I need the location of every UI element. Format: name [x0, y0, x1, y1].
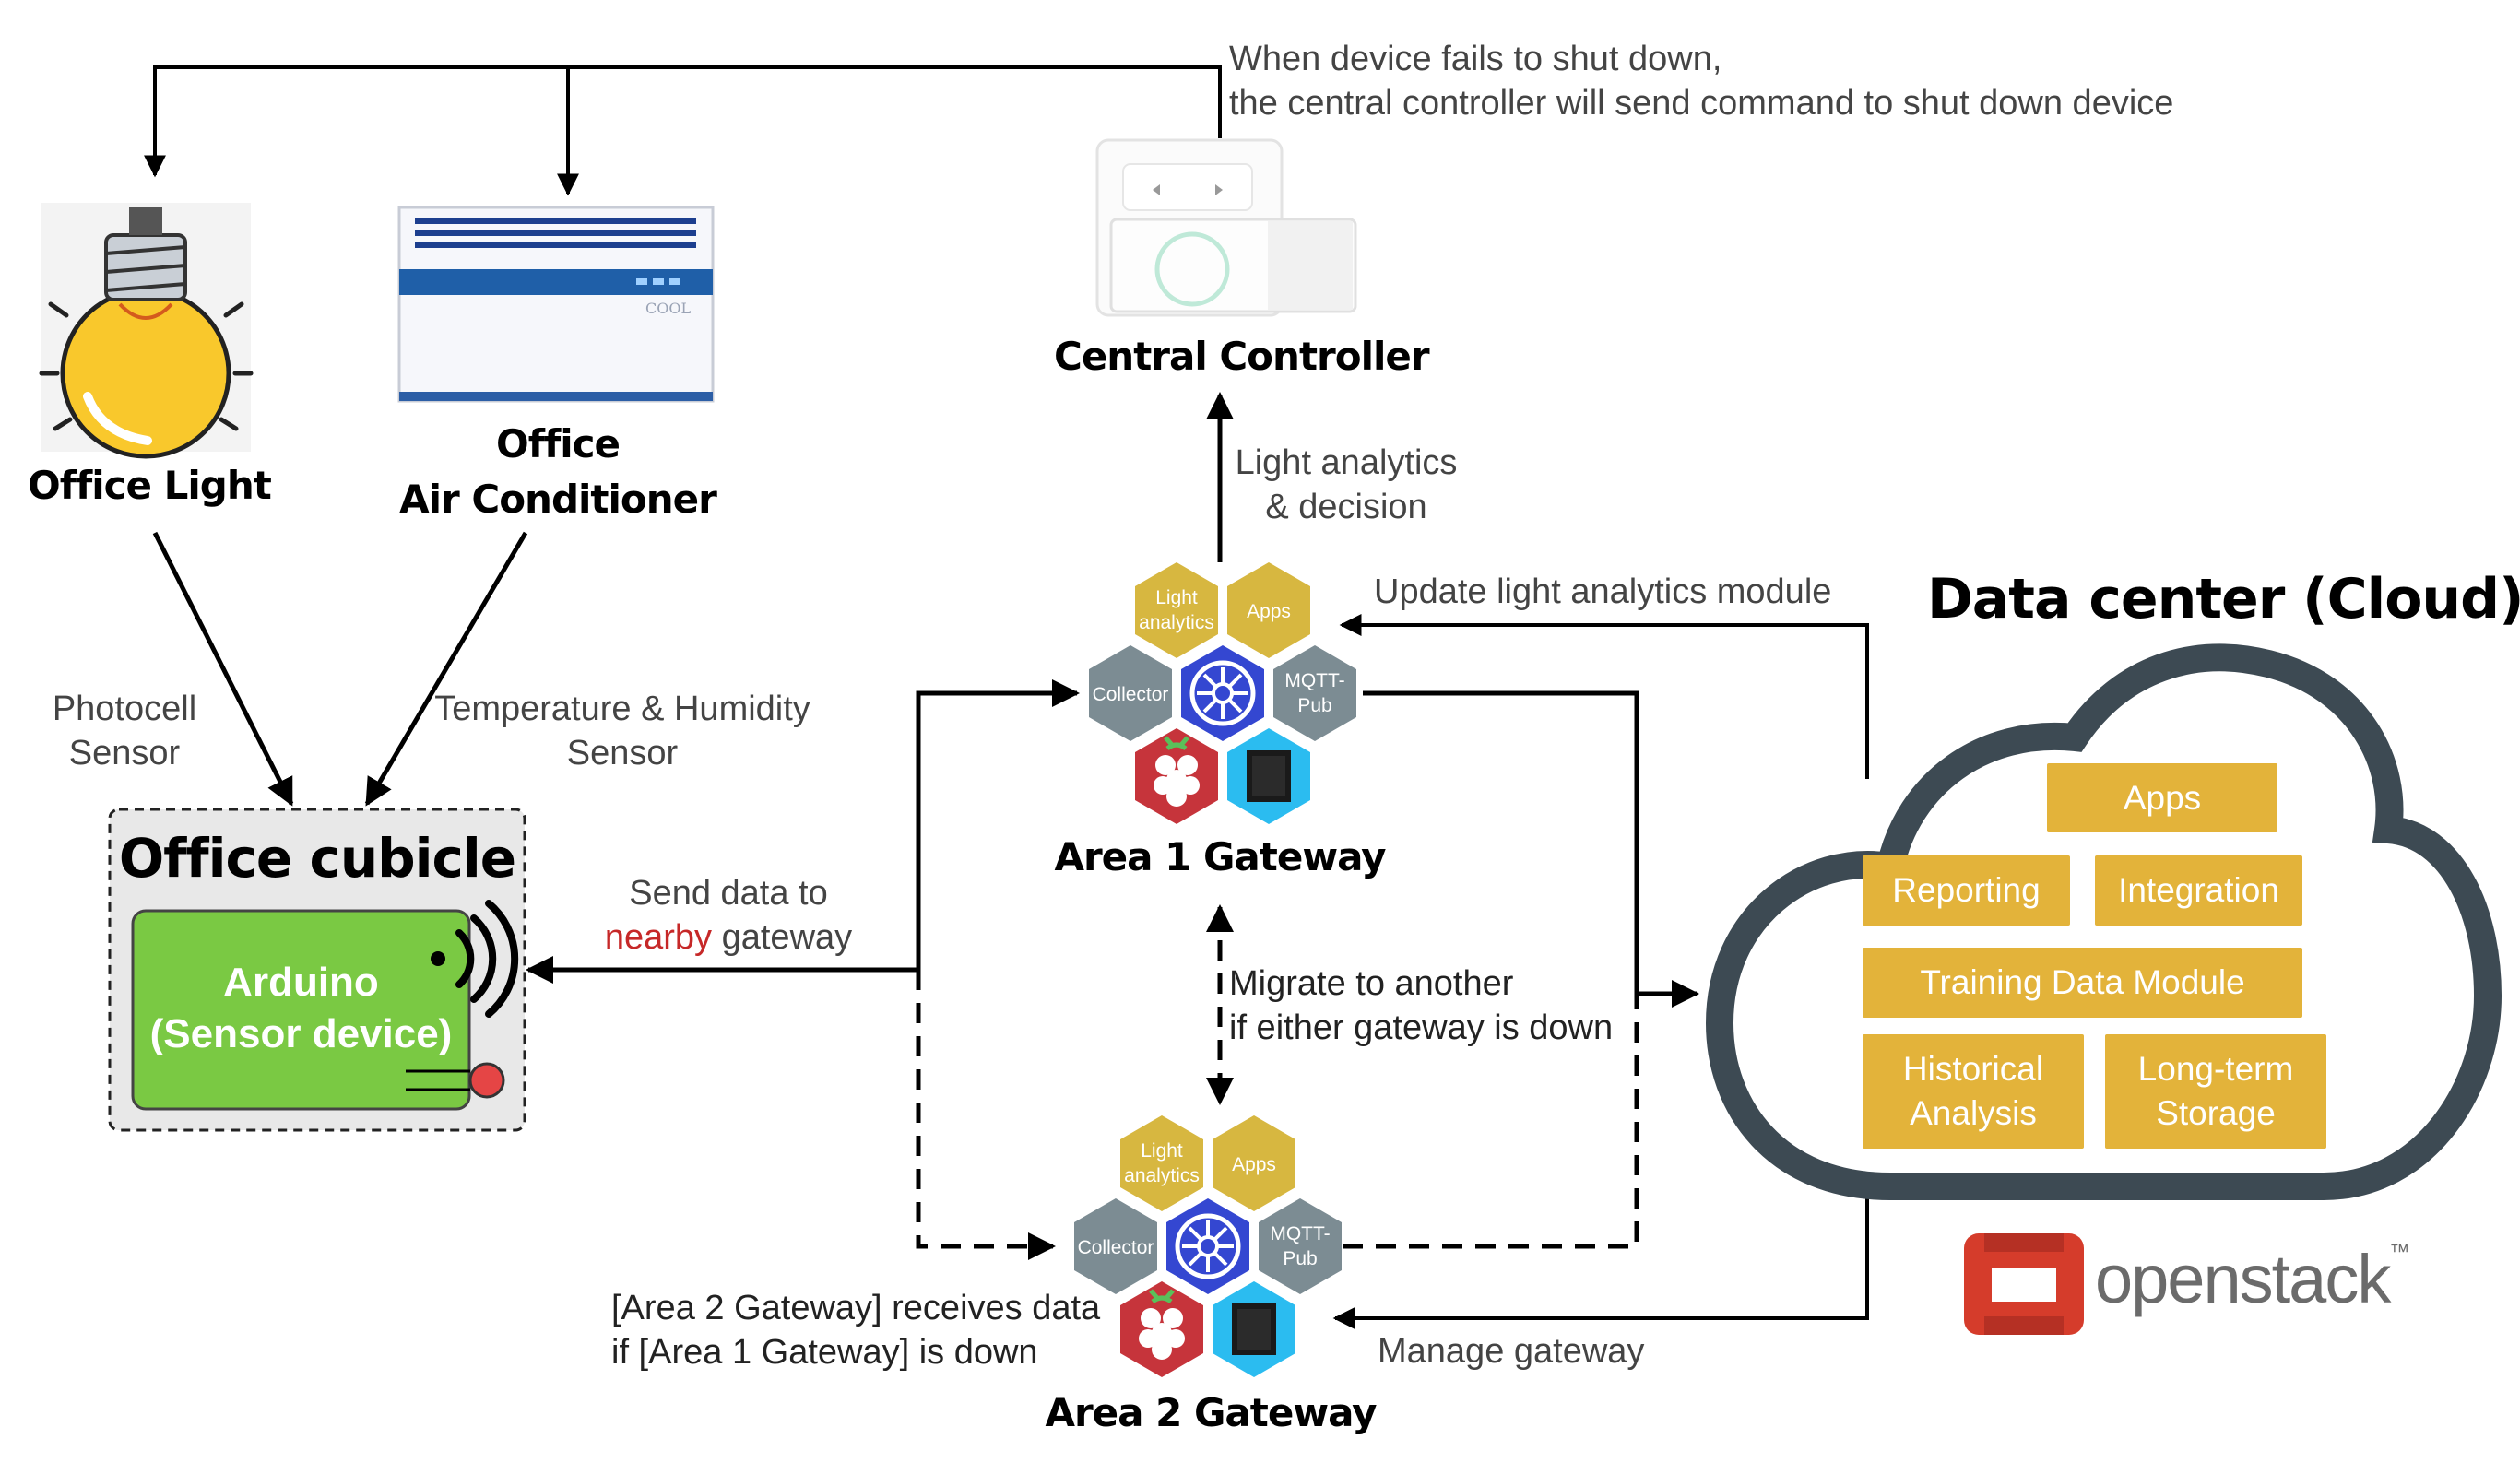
openstack-logo-icon [1964, 1233, 2084, 1335]
office-cubicle [108, 808, 526, 1132]
manage-gateway-note: Manage gateway [1378, 1332, 1645, 1371]
ac-label: Office Air Conditioner [396, 417, 719, 527]
area2-gateway-label: Area 2 Gateway [1045, 1390, 1377, 1435]
longterm-line1: Long-term [2137, 1050, 2294, 1088]
svg-text:analytics: analytics [1124, 1165, 1200, 1186]
longterm-line2: Storage [2156, 1094, 2276, 1132]
area2-receive-line2: if [Area 1 Gateway] is down [611, 1333, 1038, 1372]
svg-text:Apps: Apps [1232, 1154, 1276, 1175]
central-controller-label: Central Controller [1054, 334, 1430, 379]
temp-humidity-note: Temperature & Humidity Sensor [433, 687, 811, 775]
area2-gateway-cluster [1074, 1115, 1342, 1377]
area2-hex-labels: Light analytics Apps Collector MQTT- Pub [1078, 1140, 1331, 1269]
temp-humidity-line2: Sensor [566, 734, 679, 772]
light-analytics-note: Light analytics & decision [1226, 441, 1466, 529]
svg-text:Apps: Apps [1247, 601, 1291, 622]
send-data-rest: gateway [712, 918, 853, 957]
ac-label-line1: Office [495, 421, 621, 466]
gateway-dashed-connectors [916, 904, 1639, 1260]
nearby-highlight: nearby [604, 918, 713, 957]
hex-light-analytics [1120, 1115, 1203, 1211]
svg-text:Pub: Pub [1297, 695, 1331, 716]
cloud-title: Data center (Cloud) [1927, 567, 2520, 631]
raspberry-pi-icon [1139, 1289, 1185, 1360]
arduino-line2: (Sensor device) [149, 1011, 453, 1056]
ac-panel-label: COOL [645, 300, 691, 317]
update-module-note: Update light analytics module [1374, 572, 1832, 611]
light-analytics-line2: & decision [1265, 488, 1427, 526]
svg-text:Collector: Collector [1078, 1237, 1154, 1258]
server-box-icon [1232, 1303, 1276, 1355]
server-box-icon [1247, 750, 1291, 802]
led-icon [406, 1062, 505, 1099]
cloud-longterm-module: Long-term Storage [2105, 1034, 2326, 1149]
migrate-line1: Migrate to another [1229, 964, 1514, 1003]
hex-light-analytics [1135, 562, 1218, 658]
photocell-line2: Sensor [68, 734, 181, 772]
shutdown-note-line1: When device fails to shut down, [1229, 40, 1722, 78]
kubernetes-icon [1189, 660, 1256, 726]
svg-text:analytics: analytics [1139, 612, 1214, 633]
arduino-line1: Arduino [223, 960, 379, 1005]
gateway-solid-connectors [526, 392, 1699, 1008]
svg-text:MQTT-: MQTT- [1270, 1223, 1330, 1244]
migrate-line2: if either gateway is down [1229, 1008, 1614, 1047]
openstack-tm: ™ [2389, 1240, 2409, 1263]
wifi-signal-icon [431, 900, 519, 1018]
arduino-label: Arduino (Sensor device) [133, 957, 469, 1060]
shutdown-note-line2: the central controller will send command… [1229, 84, 2174, 123]
svg-text:Light: Light [1141, 1140, 1183, 1162]
shutdown-command-connector [144, 65, 1222, 196]
send-data-note: Send data to nearby gateway [581, 871, 876, 960]
air-conditioner-icon [397, 206, 715, 403]
openstack-wordmark: openstack™ [2095, 1240, 2409, 1318]
migrate-note: Migrate to another if either gateway is … [1229, 961, 1613, 1050]
kubernetes-icon [1175, 1213, 1241, 1279]
area1-hex-labels: Light analytics Apps Collector MQTT- Pub [1093, 587, 1345, 716]
openstack-text: openstack [2095, 1241, 2391, 1317]
temp-humidity-line1: Temperature & Humidity [434, 690, 810, 728]
send-data-line1: Send data to [629, 874, 828, 913]
controller-device-icon [1095, 138, 1357, 317]
sensor-connectors [152, 531, 528, 807]
svg-text:Collector: Collector [1093, 684, 1169, 705]
raspberry-pi-icon [1154, 736, 1200, 807]
light-bulb-icon [39, 203, 254, 459]
svg-text:Light: Light [1155, 587, 1198, 608]
area2-receive-note: [Area 2 Gateway] receives data if [Area … [611, 1286, 1100, 1374]
cloud-integration-module: Integration [2095, 855, 2302, 926]
hex-mqtt [1259, 1198, 1342, 1294]
cloud-reporting-module: Reporting [1863, 855, 2070, 926]
area1-gateway-label: Area 1 Gateway [1054, 834, 1386, 879]
cloud-training-module: Training Data Module [1863, 948, 2302, 1018]
hex-mqtt [1273, 645, 1356, 741]
cloud-historical-module: Historical Analysis [1863, 1034, 2084, 1149]
cubicle-title: Office cubicle [118, 827, 516, 890]
office-light-label: Office Light [28, 463, 272, 508]
photocell-line1: Photocell [52, 690, 197, 728]
cloud-management-connectors [1332, 614, 1869, 1329]
shutdown-note: When device fails to shut down, the cent… [1229, 37, 2173, 125]
send-data-line2: nearby gateway [581, 915, 876, 960]
historical-line1: Historical [1902, 1050, 2044, 1088]
historical-line2: Analysis [1910, 1094, 2037, 1132]
area1-gateway-cluster [1089, 562, 1356, 824]
ac-label-line2: Air Conditioner [399, 477, 717, 522]
svg-text:Pub: Pub [1283, 1248, 1317, 1269]
svg-text:MQTT-: MQTT- [1284, 670, 1344, 691]
light-analytics-line1: Light analytics [1235, 443, 1458, 482]
area2-receive-line1: [Area 2 Gateway] receives data [611, 1289, 1101, 1327]
cloud-apps-module: Apps [2047, 763, 2277, 832]
photocell-note: Photocell Sensor [41, 687, 207, 775]
